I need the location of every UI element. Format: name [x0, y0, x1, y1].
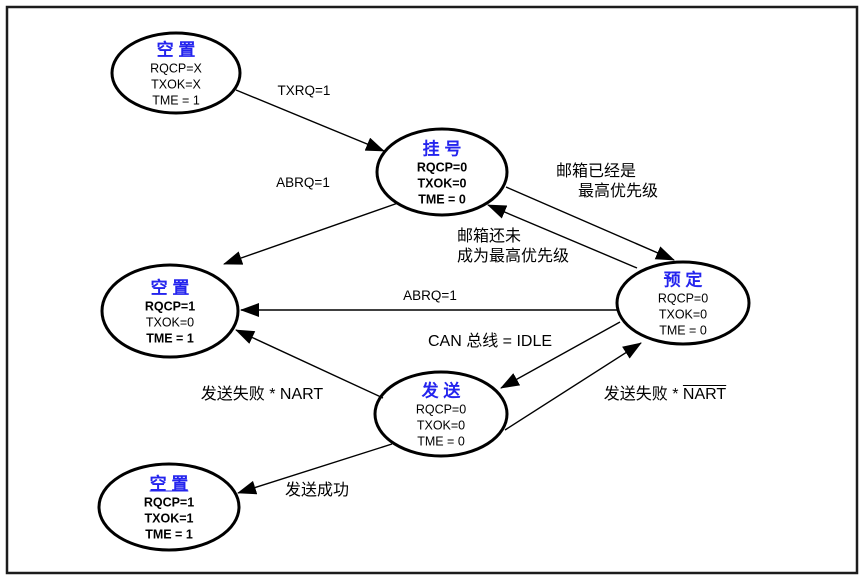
transition-arrow-abrq-pending [223, 202, 399, 265]
transition-arrow-fail-nart-retry [504, 342, 642, 431]
transition-label-line: 邮箱已经是 [556, 163, 637, 180]
transition-arrow-to-pending [487, 204, 638, 269]
transition-label-success: 发送成功 [284, 482, 350, 499]
state-ellipse-idle-bottom [97, 462, 241, 552]
state-idle-top: 空 置 RQCP=X TXOK=X TME = 1 [150, 40, 202, 109]
transition-label-fail-nart-retry: 发送失败 * NART [604, 385, 726, 405]
transition-arrow-can-idle [500, 321, 621, 389]
state-value: TME = 1 [145, 527, 193, 542]
state-value: TXOK=0 [145, 315, 195, 330]
transition-arrow-success [237, 443, 393, 495]
transition-label-line: 邮箱还未 [457, 228, 522, 245]
state-value: TME = 0 [659, 323, 707, 338]
outer-border [5, 5, 859, 575]
state-ellipse-scheduled [615, 260, 751, 346]
transition-label-to-pending: 邮箱还未 成为最高优先级 [457, 227, 569, 267]
state-ellipse-idle-top [110, 31, 242, 115]
state-pending: 挂 号 RQCP=0 TXOK=0 TME = 0 [417, 139, 467, 208]
transition-label-to-scheduled: 邮箱已经是 最高优先级 [556, 162, 658, 202]
transition-label-can-idle: CAN 总线 = IDLE [427, 333, 553, 350]
state-title: 发 送 [421, 381, 461, 401]
state-ellipse-idle-left [100, 263, 240, 359]
state-idle-bottom: 空 置 RQCP=1 TXOK=1 TME = 1 [144, 474, 194, 543]
state-value: TXOK=X [151, 77, 201, 92]
state-title: 预 定 [663, 270, 703, 290]
state-scheduled: 预 定 RQCP=0 TXOK=0 TME = 0 [658, 270, 708, 339]
state-title: 空 置 [156, 40, 196, 60]
state-value: TME = 0 [417, 434, 465, 449]
transition-label-abrq-scheduled: ABRQ=1 [403, 288, 457, 303]
state-idle-left: 空 置 RQCP=1 TXOK=0 TME = 1 [145, 278, 195, 347]
state-title: 空 置 [150, 278, 190, 298]
transition-arrow-fail-nart-abort [235, 329, 384, 399]
state-value: TME = 0 [418, 192, 466, 207]
transition-arrow-to-scheduled [505, 186, 675, 261]
state-value: RQCP=1 [144, 299, 196, 314]
state-value: TME = 1 [146, 331, 194, 346]
state-value: RQCP=1 [143, 495, 195, 510]
state-value: RQCP=0 [416, 160, 468, 175]
state-value: TXOK=0 [416, 418, 466, 433]
state-value: RQCP=0 [657, 291, 709, 306]
transition-label-prefix: 发送失败 * [603, 386, 683, 403]
transition-label-overline-nart: NART [682, 386, 727, 403]
state-transmit: 发 送 RQCP=0 TXOK=0 TME = 0 [416, 381, 466, 450]
state-value: TXOK=0 [658, 307, 708, 322]
transition-label-line: 成为最高优先级 [457, 248, 570, 265]
transition-label-line: 最高优先级 [578, 183, 659, 200]
state-value: RQCP=0 [415, 402, 467, 417]
state-value: TXOK=0 [417, 176, 467, 191]
state-value: TXOK=1 [144, 511, 194, 526]
state-title: 空 置 [149, 474, 189, 494]
transition-label-abrq-pending: ABRQ=1 [276, 175, 330, 190]
state-value: TME = 1 [152, 93, 200, 108]
state-ellipse-pending [375, 127, 509, 217]
transition-label-txrq: TXRQ=1 [277, 83, 331, 98]
state-title: 挂 号 [422, 139, 462, 159]
transition-arrow-txrq [235, 89, 385, 152]
state-ellipse-transmit [373, 370, 509, 458]
transition-label-fail-nart-abort: 发送失败 * NART [200, 386, 324, 403]
state-value: RQCP=X [150, 61, 202, 76]
